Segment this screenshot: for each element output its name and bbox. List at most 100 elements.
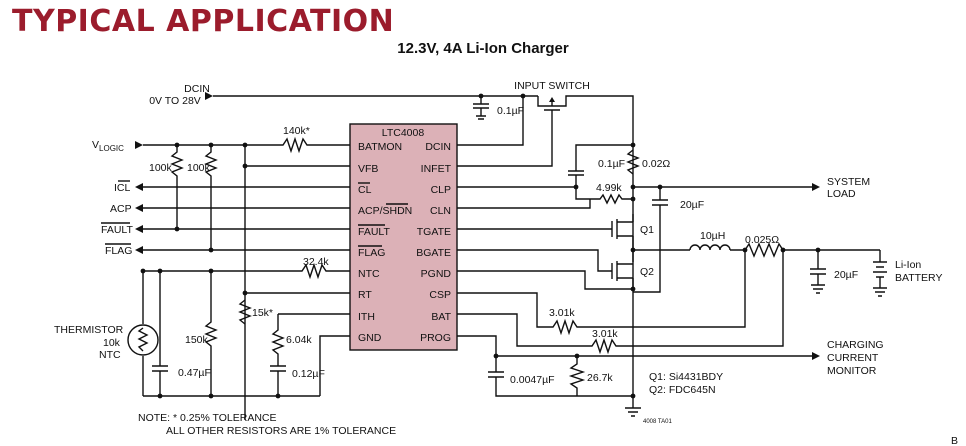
junction-dot xyxy=(174,226,180,232)
c-in-value: 20µF xyxy=(680,199,704,211)
pin-prog: PROG xyxy=(420,332,451,344)
c-clp-value: 0.1µF xyxy=(598,158,625,170)
junction-dot xyxy=(242,142,248,148)
resistor-26.7k xyxy=(568,356,586,396)
fault-arrow-icon xyxy=(135,225,143,233)
cap-input-20uf xyxy=(633,187,668,293)
pin-tgate: TGATE xyxy=(417,226,451,238)
vlogic-arrow-icon xyxy=(135,141,143,149)
thermistor-label-2: 10k xyxy=(103,337,121,349)
cap-ntc-0.47uf xyxy=(152,271,168,396)
ccm-label-2: CURRENT xyxy=(827,352,879,364)
resistor-100k-2 xyxy=(204,145,218,250)
resistor-3.01k-csp xyxy=(457,250,746,336)
ic-ltc4008 xyxy=(349,123,458,351)
r-bat-value: 3.01k xyxy=(592,328,618,340)
resistor-3.01k-bat xyxy=(457,250,784,355)
resistor-15k xyxy=(238,299,252,325)
c-out-value: 20µF xyxy=(834,269,858,281)
thermistor-icon xyxy=(127,324,159,356)
q1-mosfet-icon xyxy=(457,214,634,262)
ground-symbol-icon xyxy=(625,407,641,417)
r-csp-value: 3.01k xyxy=(549,307,575,319)
resistor-4.99k xyxy=(575,187,633,205)
battery-label-1: Li-Ion xyxy=(895,259,921,271)
pin-flag: FLAG xyxy=(358,247,385,259)
junction-dot xyxy=(275,393,281,399)
ccm-label-3: MONITOR xyxy=(827,365,877,377)
pin-bat: BAT xyxy=(431,311,451,323)
wire-cln xyxy=(457,199,591,209)
junction-dot xyxy=(630,196,636,202)
r-prog-value: 26.7k xyxy=(587,372,613,384)
junction-dot xyxy=(630,393,636,399)
page-heading: TYPICAL APPLICATION xyxy=(12,4,395,39)
flag-label: FLAG xyxy=(105,245,132,257)
flag-arrow-icon xyxy=(135,246,143,254)
pin-pgnd: PGND xyxy=(421,268,452,280)
acp-label: ACP xyxy=(110,203,132,215)
resistor-140k xyxy=(245,136,350,154)
pin-batmon: BATMON xyxy=(358,141,402,153)
pin-cln: CLN xyxy=(430,205,451,217)
thermistor-label-1: THERMISTOR xyxy=(54,324,124,336)
pin-fault: FAULT xyxy=(358,226,390,238)
cap-dcin-0.1uf xyxy=(473,96,489,120)
ccm-label-1: CHARGING xyxy=(827,339,884,351)
c-dcin-value: 0.1µF xyxy=(497,105,524,117)
r-clp-value: 4.99k xyxy=(596,182,622,194)
r-pullup-2-value: 100k xyxy=(187,162,211,174)
junction-dot xyxy=(208,393,214,399)
dcin-arrow-icon xyxy=(205,92,213,100)
thermistor-resistor-icon xyxy=(137,327,149,352)
c-ntc-value: 0.47µF xyxy=(178,367,211,379)
r-batmon-value: 140k* xyxy=(283,125,310,137)
pin-csp: CSP xyxy=(429,289,451,301)
q2-label: Q2 xyxy=(640,266,654,278)
junction-dot xyxy=(630,142,636,148)
junction-dot xyxy=(242,290,248,296)
c-prog-value: 0.0047µF xyxy=(510,374,555,386)
cap-output-20uf xyxy=(810,250,826,294)
wire-pgnd xyxy=(457,270,633,290)
r-150k-value: 150k xyxy=(185,334,209,346)
pin-icl: CL xyxy=(358,184,372,196)
dcin-label: DCIN xyxy=(184,83,210,95)
pin-dcin: DCIN xyxy=(425,141,451,153)
system-load-arrow-icon xyxy=(812,183,820,191)
system-load-label-1: SYSTEM xyxy=(827,176,870,188)
pin-ith: ITH xyxy=(358,311,375,323)
thermistor-label-3: NTC xyxy=(99,349,121,361)
r-sense-out-value: 0.025Ω xyxy=(745,234,779,246)
cap-prog-0.0047uf xyxy=(488,356,633,397)
wire-dcin-pin xyxy=(457,96,524,146)
inductor-10uh-icon xyxy=(689,244,731,251)
battery-icon xyxy=(873,250,887,297)
corner-mark: B xyxy=(951,435,958,446)
pin-bgate: BGATE xyxy=(416,247,451,259)
junction-dot xyxy=(242,163,248,169)
r-sense-in-value: 0.02Ω xyxy=(642,158,670,170)
note-line-1: NOTE: * 0.25% TOLERANCE xyxy=(138,412,277,424)
input-switch-label: INPUT SWITCH xyxy=(514,80,590,92)
r-ith-value: 6.04k xyxy=(286,334,312,346)
resistor-32.4k xyxy=(143,262,350,280)
r-ntc-value: 32.4k xyxy=(303,256,329,268)
q2-part-label: Q2: FDC645N xyxy=(649,384,716,396)
drawing-code: 4008 TA01 xyxy=(643,419,672,425)
resistor-100k-1 xyxy=(170,145,184,229)
pin-rt: RT xyxy=(358,289,372,301)
pin-infet: INFET xyxy=(421,163,452,175)
wire-infet xyxy=(457,128,553,167)
junction-dot xyxy=(208,247,214,253)
dcin-range-label: 0V TO 28V xyxy=(149,95,201,107)
l1-value: 10µH xyxy=(700,230,725,242)
pin-acp-shdn: ACP/SHDN xyxy=(358,205,412,217)
wire-gnd xyxy=(319,335,350,396)
resistor-0.025ohm xyxy=(730,242,880,258)
input-switch-fet-icon xyxy=(544,100,560,128)
q2-mosfet-icon xyxy=(457,249,634,289)
pin-clp: CLP xyxy=(431,184,451,196)
q1-label: Q1 xyxy=(640,224,654,236)
